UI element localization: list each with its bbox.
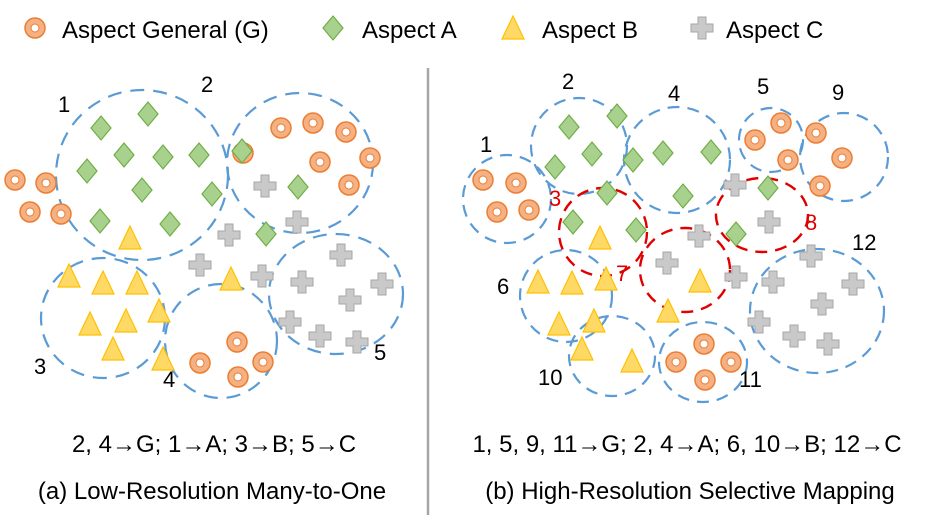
right-cluster-11 bbox=[657, 320, 749, 404]
right-cluster-label-8: 8 bbox=[805, 210, 817, 235]
legend: Aspect General (G) Aspect A Aspect B Asp… bbox=[24, 15, 823, 44]
left-cluster-label-2: 2 bbox=[201, 72, 213, 97]
right-cluster-12 bbox=[748, 247, 886, 375]
aspect-c-legend-icon bbox=[690, 16, 714, 40]
legend-b-label: Aspect B bbox=[542, 17, 638, 44]
left-cluster-label-5: 5 bbox=[374, 340, 386, 365]
right-cluster-7 bbox=[638, 226, 732, 314]
left-cluster-5 bbox=[267, 232, 405, 356]
left-cluster-4 bbox=[163, 282, 279, 400]
right-cluster-label-4: 4 bbox=[668, 81, 680, 106]
legend-a-label: Aspect A bbox=[362, 17, 457, 44]
right-cluster-10 bbox=[567, 314, 657, 398]
aspect-a-legend-icon bbox=[322, 15, 344, 41]
right-cluster-label-2: 2 bbox=[562, 69, 574, 94]
left-caption: (a) Low-Resolution Many-to-One bbox=[38, 478, 386, 505]
left-panel: 1 2 3 4 5 bbox=[4, 72, 405, 505]
right-mapping-text: 1, 5, 9, 11→G; 2, 4→A; 6, 10→B; 12→C bbox=[472, 431, 901, 458]
right-cluster-label-11: 11 bbox=[739, 367, 762, 392]
left-mapping-text: 2, 4→G; 1→A; 3→B; 5→C bbox=[72, 431, 356, 458]
left-cluster-label-3: 3 bbox=[34, 354, 46, 379]
right-cluster-8 bbox=[714, 176, 810, 254]
right-cluster-9 bbox=[798, 111, 890, 203]
left-cluster-label-4: 4 bbox=[163, 367, 175, 392]
right-cluster-1 bbox=[461, 153, 553, 245]
right-cluster-label-5: 5 bbox=[757, 74, 769, 99]
right-cluster-label-7: 7 bbox=[616, 261, 628, 286]
right-cluster-6 bbox=[518, 248, 614, 344]
right-cluster-label-9: 9 bbox=[832, 80, 844, 105]
right-cluster-label-12: 12 bbox=[852, 230, 876, 255]
legend-c-label: Aspect C bbox=[726, 17, 823, 44]
right-aspect-b-points bbox=[526, 225, 712, 373]
aspect-general-legend-icon bbox=[24, 17, 46, 39]
right-cluster-5 bbox=[737, 106, 805, 174]
left-aspect-c-points bbox=[188, 174, 394, 354]
left-cluster-label-1: 1 bbox=[58, 92, 70, 117]
right-cluster-label-3: 3 bbox=[549, 186, 561, 211]
right-aspect-a-points bbox=[544, 103, 779, 247]
left-aspect-b-points bbox=[57, 225, 243, 371]
right-caption: (b) High-Resolution Selective Mapping bbox=[485, 478, 895, 505]
right-cluster-label-1: 1 bbox=[480, 132, 492, 157]
right-cluster-label-10: 10 bbox=[538, 365, 562, 390]
right-panel: 1 2 3 4 5 6 7 8 9 10 11 12 bbox=[461, 69, 902, 505]
legend-general-label: Aspect General (G) bbox=[62, 17, 269, 44]
aspect-b-legend-icon bbox=[501, 15, 525, 40]
right-cluster-label-6: 6 bbox=[497, 274, 509, 299]
